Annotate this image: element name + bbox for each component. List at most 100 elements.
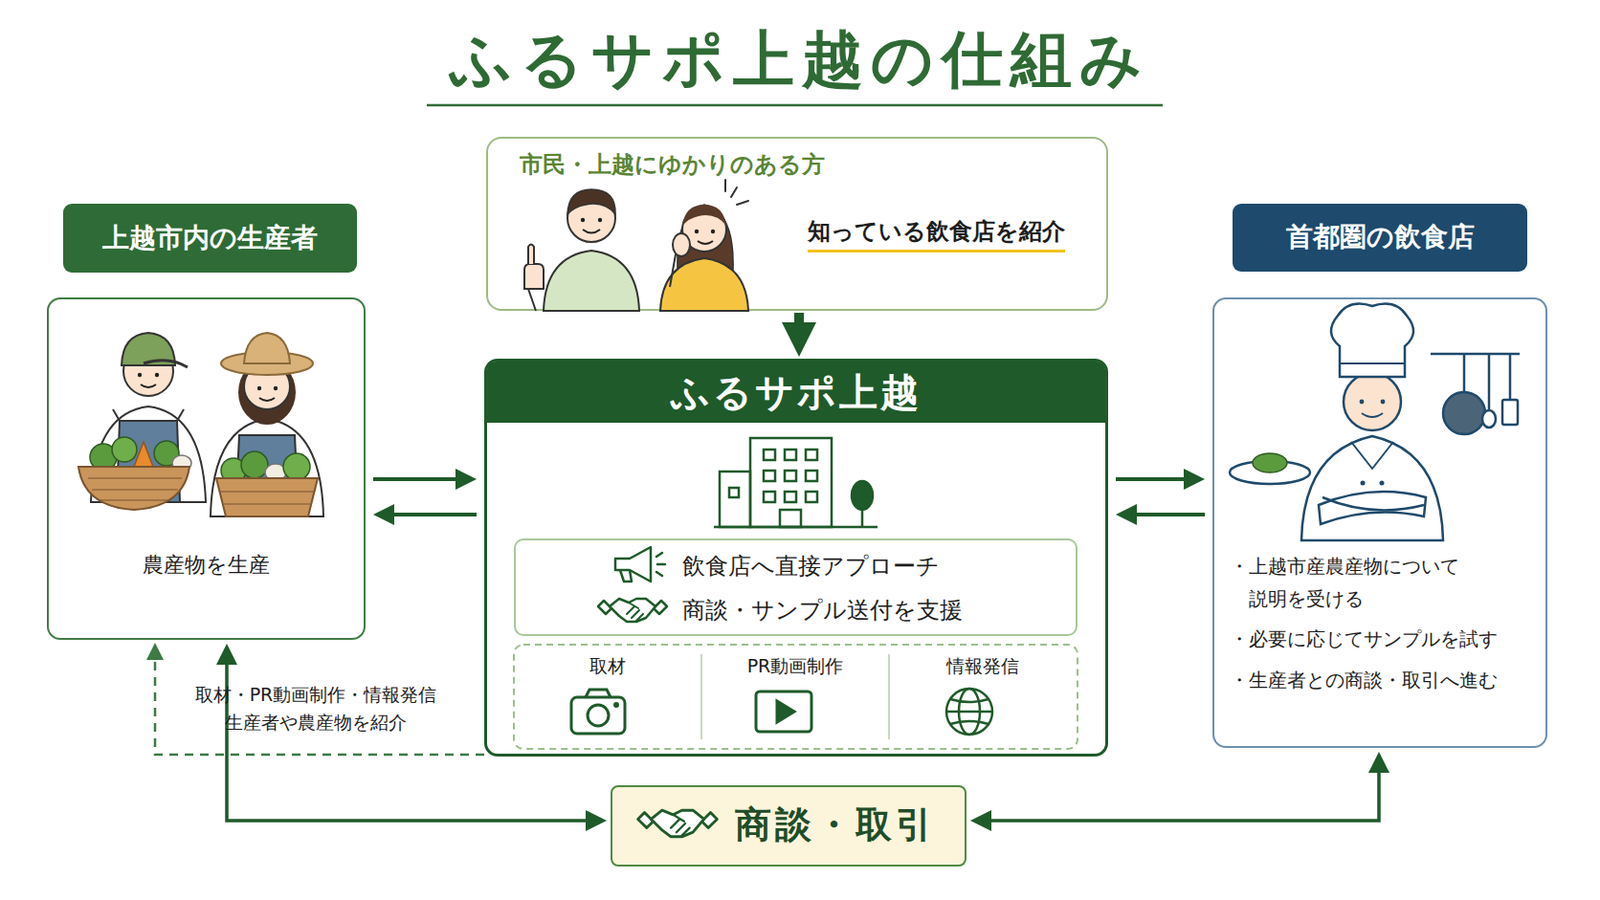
- megaphone-icon: [620, 570, 632, 582]
- box-body: 知っている飲食店を紹介: [807, 217, 1066, 253]
- citizen-woman-illustration: [660, 258, 749, 312]
- farmer-man-illustration: [90, 406, 206, 503]
- frame-divider: [700, 654, 703, 740]
- chef-illustration: [1252, 453, 1288, 473]
- producer-box: 上越市内の生産者農産物を生産: [46, 297, 366, 641]
- building-icon: [805, 449, 818, 461]
- chef-illustration: [1322, 497, 1424, 511]
- building-icon: [805, 470, 818, 482]
- megaphone-icon: [615, 547, 651, 582]
- chef-illustration: [1380, 400, 1386, 405]
- citizen-man-illustration: [567, 189, 616, 215]
- building-icon: [805, 491, 818, 503]
- restaurant-box: 首都圏の飲食店・上越市産農産物について 説明を受ける・必要に応じてサンプルを試す…: [1212, 297, 1548, 749]
- farmer-man-illustration: [78, 333, 206, 511]
- box-heading: 上越市内の生産者: [63, 203, 357, 273]
- farmer-woman-illustration: [257, 386, 262, 391]
- chef-illustration: [1359, 400, 1365, 405]
- box-heading: 首都圏の飲食店: [1232, 203, 1528, 272]
- farmer-woman-illustration: [216, 478, 318, 517]
- box-heading: 商談・取引: [734, 800, 936, 849]
- frame-divider: [888, 654, 890, 740]
- chef-illustration: [1360, 481, 1366, 487]
- farmer-woman-illustration: [220, 491, 314, 505]
- farmer-woman-illustration: [238, 359, 296, 425]
- building-icon: [861, 507, 865, 528]
- building-icon: [851, 481, 873, 511]
- arrow-connector: [1115, 477, 1191, 482]
- citizen-man-illustration: [567, 194, 616, 243]
- cell-label: 情報発信: [888, 654, 1077, 679]
- citizen-man-illustration: [580, 218, 585, 223]
- kitchen-tools-illustration: [1443, 392, 1486, 435]
- building-icon: [784, 449, 797, 461]
- camera-icon: [571, 697, 625, 734]
- video-play-icon: [755, 691, 812, 733]
- farmer-man-illustration: [137, 373, 142, 378]
- bullet-item: ・必要に応じてサンプルを試す: [1229, 622, 1541, 656]
- farmer-man-illustration: [143, 360, 188, 368]
- farmer-man-illustration: [133, 442, 154, 467]
- globe-icon: [946, 688, 993, 735]
- citizen-woman-illustration: [669, 254, 676, 288]
- citizen-woman-illustration: [660, 179, 749, 312]
- title-underline: [426, 104, 1163, 108]
- citizen-woman-illustration: [694, 229, 699, 234]
- citizen-man-illustration: [524, 189, 640, 312]
- building-icon: [713, 438, 878, 528]
- deal-box: 商談・取引: [610, 785, 967, 867]
- farmer-woman-illustration: [273, 386, 278, 391]
- video-play-icon: [755, 691, 812, 733]
- arrow-connector: [1130, 512, 1205, 517]
- farmer-woman-illustration: [221, 458, 246, 484]
- farmer-man-illustration: [154, 441, 179, 467]
- chef-illustration: [1229, 304, 1444, 541]
- farmer-man-illustration: [121, 333, 176, 366]
- arrow-connector: [387, 512, 477, 517]
- kitchen-tools-illustration: [1482, 410, 1496, 428]
- building-icon: [784, 470, 797, 482]
- farmer-woman-illustration: [241, 451, 268, 479]
- farmer-man-illustration: [112, 409, 184, 422]
- citizen-woman-illustration: [672, 233, 690, 257]
- building-icon: [729, 488, 739, 498]
- farmer-man-illustration: [172, 455, 192, 471]
- citizen-man-illustration: [543, 250, 640, 312]
- farmer-man-illustration: [140, 384, 156, 388]
- chef-illustration: [1301, 436, 1444, 541]
- camera-icon: [615, 704, 619, 708]
- camera-icon: [585, 689, 611, 698]
- connector-label: 取材・PR動画制作・情報発信 生産者や農産物を紹介: [172, 681, 460, 737]
- hub-box: ふるサポ上越飲食店へ直接アプローチ商談・サンプル送付を支援取材PR動画制作情報発…: [484, 358, 1109, 757]
- diagram-title: ふるサポ上越の仕組み: [0, 21, 1600, 98]
- farmer-woman-illustration: [265, 464, 287, 482]
- building-icon: [763, 449, 776, 461]
- farmer-woman-illustration: [259, 398, 275, 401]
- globe-icon: [950, 699, 989, 725]
- farmer-woman-illustration: [210, 419, 324, 517]
- farmer-woman-illustration: [235, 435, 299, 517]
- kitchen-tools-illustration: [1430, 354, 1520, 435]
- building-icon: [719, 471, 751, 528]
- kitchen-tools-illustration: [1488, 354, 1491, 412]
- video-play-icon: [777, 701, 795, 723]
- citizen-woman-illustration: [682, 207, 727, 252]
- building-icon: [784, 491, 797, 503]
- dashed-service-frame: [513, 644, 1078, 750]
- building-icon: [763, 491, 776, 503]
- service-cell: 情報発信: [888, 644, 1077, 750]
- kitchen-tools-illustration: [1502, 400, 1518, 425]
- supporter-box: 市民・上越にゆかりのある方知っている飲食店を紹介: [486, 136, 1109, 312]
- service-line: 商談・サンプル送付を支援: [682, 596, 963, 625]
- service-box: 飲食店へ直接アプローチ商談・サンプル送付を支援: [513, 538, 1078, 637]
- citizen-man-illustration: [528, 244, 534, 266]
- arrow-connector: [794, 312, 804, 334]
- arrow-connector: [226, 658, 593, 822]
- dashed-connector: [155, 655, 485, 756]
- farmer-man-illustration: [155, 373, 159, 378]
- arrow-connector: [373, 477, 463, 482]
- camera-icon: [587, 705, 609, 727]
- chef-illustration: [1229, 461, 1311, 485]
- megaphone-icon: [656, 553, 666, 577]
- citizen-woman-illustration: [682, 204, 727, 226]
